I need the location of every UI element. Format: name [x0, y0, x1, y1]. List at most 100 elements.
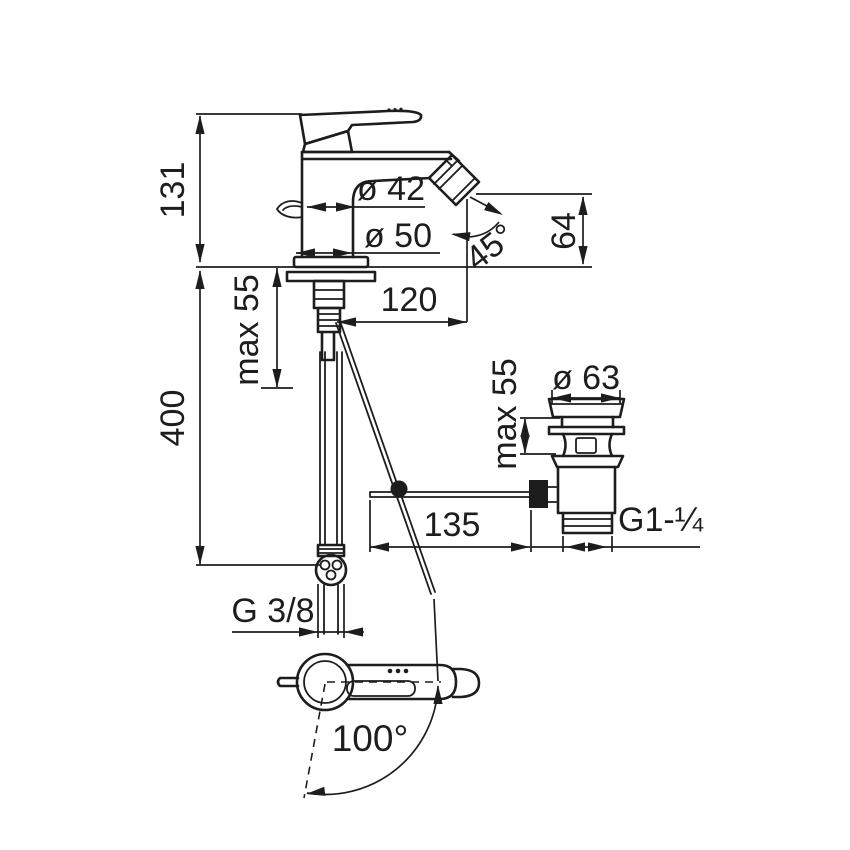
topview-handle-slot — [346, 680, 416, 697]
dimension-annotations: 131 400 max 55 ø 42 ø 50 — [154, 113, 704, 638]
connector-detail — [319, 559, 331, 571]
dim-label-waste-thread: G1-¼ — [618, 501, 704, 539]
dim-arrow — [511, 542, 530, 552]
dim-label-waste-cap-diameter: ø 63 — [552, 359, 620, 397]
dim-deck-max-left: max 55 — [228, 268, 282, 388]
mounting-nut — [312, 279, 346, 310]
clamp-link — [547, 486, 559, 503]
cartridge-neck — [301, 129, 354, 154]
grip-dot — [399, 107, 403, 111]
dim-outlet-angle: 45° — [450, 196, 522, 278]
dim-deck-max-right: max 55 — [486, 358, 560, 470]
dim-handle-swivel-angle: 100° — [303, 598, 443, 799]
dim-arrow — [448, 317, 467, 327]
rod-pivot-ball — [390, 480, 408, 498]
dim-arrow — [344, 627, 363, 637]
waste-tailpipe — [561, 511, 614, 535]
aerator-body — [427, 153, 481, 207]
dim-arrow — [195, 270, 205, 289]
dim-rod-reach: 135 — [369, 500, 532, 552]
hose-tail — [323, 584, 339, 635]
waste-flange-upper — [547, 425, 626, 436]
connector-nut — [314, 553, 348, 587]
dim-arrow — [195, 115, 205, 134]
dim-base-diameter: ø 50 — [296, 217, 440, 258]
dim-spout-reach: 120 — [337, 281, 467, 327]
grip-dot — [395, 668, 401, 674]
aerator-face-line — [452, 178, 475, 201]
hose-connector — [314, 543, 348, 635]
dim-arrow — [370, 542, 389, 552]
tailpipe-thread — [562, 518, 613, 527]
dim-under-deck-height: 400 — [154, 270, 205, 565]
lever-grip-dots — [387, 107, 403, 112]
dim-label-outlet-angle: 45° — [458, 216, 522, 278]
body-spout-underside — [351, 176, 432, 259]
waste-waist — [561, 432, 614, 458]
connector-detail — [331, 559, 343, 571]
popup-waste-assembly — [547, 397, 626, 535]
grip-dot — [403, 668, 409, 674]
dim-label-base-diameter: ø 50 — [364, 217, 432, 255]
ext-lines — [562, 536, 613, 552]
connector-detail — [325, 569, 337, 581]
dim-spout-height: 131 — [154, 115, 205, 263]
dim-label-spout-reach: 120 — [381, 281, 438, 319]
grip-dot — [387, 108, 391, 112]
aerator-ring-line-2 — [438, 165, 463, 190]
aerator-notch — [445, 159, 453, 167]
aerator-ring-line — [433, 160, 458, 185]
ext-lines — [317, 584, 345, 638]
popup-rod-assembly — [335, 320, 559, 595]
dim-arrow — [588, 542, 607, 552]
shank-tube — [320, 330, 336, 362]
side-view-faucet — [275, 107, 626, 635]
grip-dot — [387, 668, 393, 674]
dim-label-spout-height: 131 — [154, 162, 192, 219]
topview-body-circle — [295, 652, 355, 712]
rod-clamp-block — [529, 480, 548, 508]
dim-arrow — [195, 244, 205, 263]
waste-window — [575, 437, 597, 454]
dim-label-deck-max-left: max 55 — [228, 274, 266, 386]
dim-arrow — [433, 685, 443, 704]
topview-handle-endcap — [451, 667, 481, 699]
supply-hoses — [319, 351, 343, 546]
dim-label-handle-swivel-angle: 100° — [332, 718, 409, 759]
nipple-tick — [317, 548, 345, 554]
horizontal-rod — [369, 491, 531, 498]
topview-left-tab — [276, 676, 300, 688]
ext-lines — [520, 417, 560, 455]
dim-body-diameter: ø 42 — [307, 170, 425, 212]
ext-lines — [369, 500, 532, 552]
swivel-axis-diagonal — [303, 683, 326, 799]
dim-arrow — [484, 202, 506, 220]
dim-arrow — [272, 268, 282, 287]
dim-label-rod-reach: 135 — [424, 506, 481, 544]
dim-arrow — [195, 546, 205, 565]
dim-label-supply-thread: G 3/8 — [231, 592, 314, 630]
topview-grip-dots — [387, 668, 409, 674]
swivel-leader-line — [433, 598, 439, 682]
ext-lines — [551, 390, 621, 404]
dim-supply-thread: G 3/8 — [231, 584, 364, 638]
waste-cap — [547, 397, 626, 419]
grip-dot — [393, 108, 397, 112]
dim-label-deck-max-right: max 55 — [486, 358, 524, 470]
topview-inner-circle — [303, 660, 347, 704]
dim-arrow — [566, 542, 585, 552]
swivel-arc — [306, 685, 439, 796]
popup-knob — [275, 200, 303, 219]
dim-waste-thread: G1-¼ — [531, 501, 704, 552]
dim-arrow — [307, 202, 326, 212]
popup-knob-inner — [282, 205, 303, 211]
topview-handle — [345, 663, 458, 701]
dim-arrow — [272, 369, 282, 388]
lever-handle-outline — [298, 109, 423, 146]
dim-outlet-height: 64 — [545, 196, 588, 265]
top-view-faucet: 100° — [276, 598, 481, 799]
diagonal-rod — [335, 320, 436, 595]
base-plate — [292, 255, 370, 269]
